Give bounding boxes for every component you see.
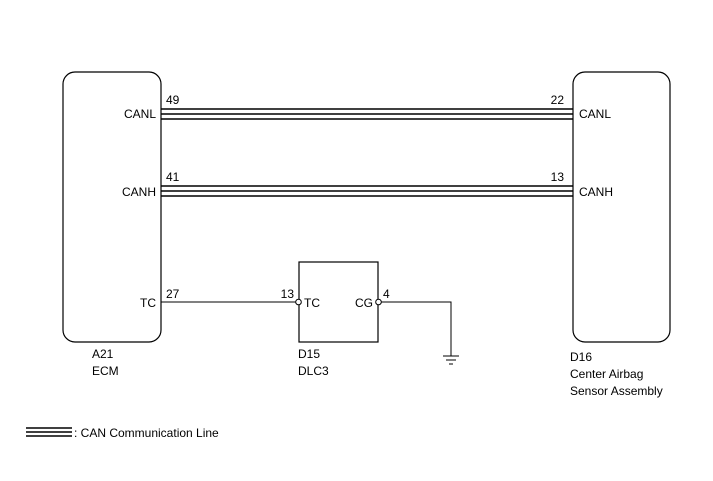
ecm-code: A21 (92, 347, 114, 361)
sensor-name-line1: Center Airbag (570, 367, 643, 381)
sensor-name-line2: Sensor Assembly (570, 384, 663, 398)
ecm-canl-pin-number: 49 (166, 93, 180, 107)
ecm-tc-pin-number: 27 (166, 287, 180, 301)
dlc3-cg-pin-number: 4 (383, 287, 390, 301)
ecm-box (62, 71, 162, 343)
cg-ground-wire (381, 301, 452, 356)
dlc3-tc-label: TC (304, 296, 320, 310)
dlc3-cg-label: CG (355, 296, 373, 310)
dlc3-cg-terminal-icon (375, 298, 382, 306)
legend-can-line-sample (26, 427, 72, 437)
sensor-canl-label: CANL (579, 107, 611, 121)
dlc3-tc-pin-number: 13 (281, 287, 295, 301)
ecm-canh-label: CANH (122, 185, 156, 199)
ground-symbol-icon (443, 355, 459, 365)
ecm-canl-label: CANL (124, 107, 156, 121)
dlc3-tc-terminal-icon (295, 298, 302, 306)
sensor-code: D16 (570, 350, 592, 364)
dlc3-code: D15 (298, 347, 320, 361)
sensor-canh-pin-number: 13 (551, 170, 565, 184)
dlc3-name: DLC3 (298, 364, 329, 378)
sensor-canh-label: CANH (579, 185, 613, 199)
ecm-canh-pin-number: 41 (166, 170, 180, 184)
canh-bus-line (161, 185, 573, 197)
sensor-box (572, 71, 671, 343)
ecm-name: ECM (92, 364, 119, 378)
sensor-canl-pin-number: 22 (551, 93, 565, 107)
canl-bus-line (161, 108, 573, 120)
legend-text: : CAN Communication Line (74, 426, 219, 440)
ecm-tc-label: TC (140, 296, 156, 310)
